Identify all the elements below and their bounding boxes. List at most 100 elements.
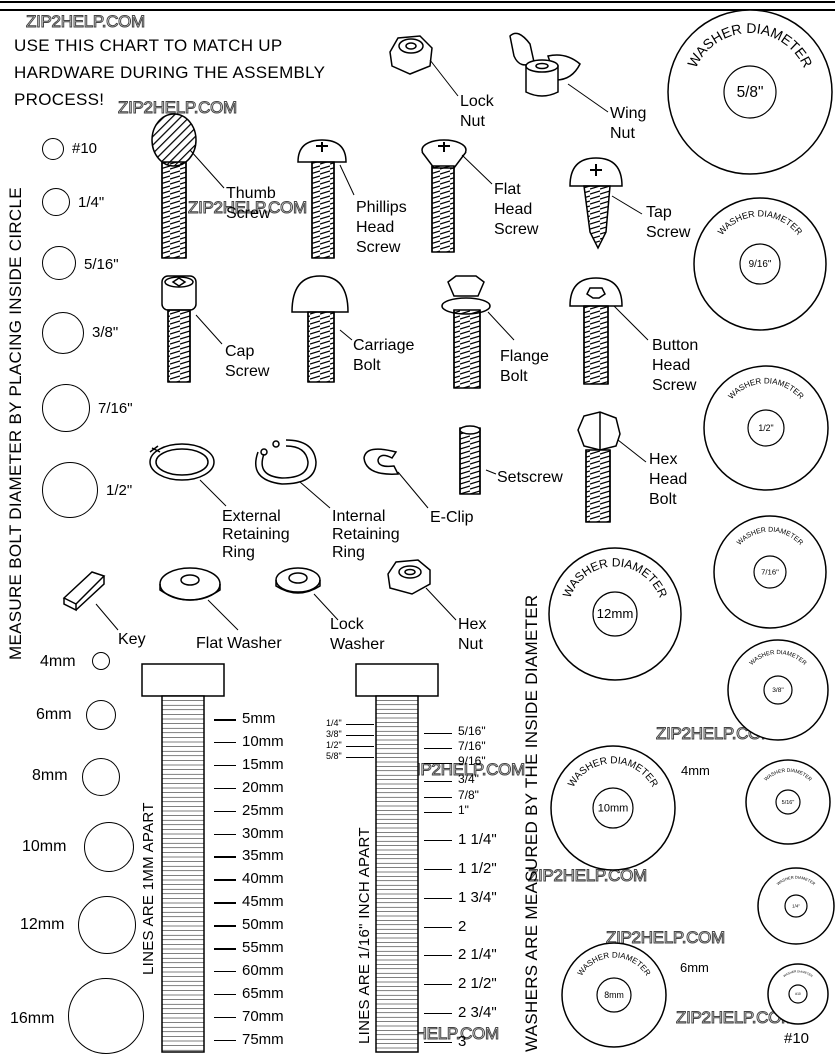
bolt-circle-5-16 bbox=[42, 246, 76, 280]
ruler-mm-label: 55mm bbox=[242, 939, 284, 956]
ruler-inch-right-label: 5/16" bbox=[458, 724, 486, 738]
ruler-tick bbox=[424, 1042, 452, 1044]
label-line: Nut bbox=[458, 636, 483, 653]
label-ext-ring: External Retaining Ring bbox=[222, 508, 290, 562]
ruler-inch-left-label: 1/4" bbox=[326, 718, 342, 728]
washer-inner bbox=[723, 65, 777, 119]
ruler-mm-label: 35mm bbox=[242, 847, 284, 865]
bolt-mm-label: 16mm bbox=[10, 1010, 55, 1027]
ruler-inch-right-label: 1" bbox=[458, 803, 469, 817]
washer-size: 12mm bbox=[597, 606, 634, 621]
label-line: Screw bbox=[494, 221, 539, 238]
watermark: ZIP2HELP.COM bbox=[26, 12, 146, 32]
flat-washer-icon bbox=[159, 567, 239, 631]
ruler-mm-label: 50mm bbox=[242, 916, 284, 934]
washer-size: 1/2" bbox=[758, 423, 773, 433]
bolt-circle-6mm bbox=[86, 700, 116, 730]
label-line: Bolt bbox=[353, 357, 381, 374]
ruler-tick bbox=[424, 812, 452, 814]
ruler-inch-right-label: 2 1/4" bbox=[458, 946, 497, 963]
ruler-inch-right-label: 7/16" bbox=[458, 739, 486, 753]
label-tap-screw: Tap Screw bbox=[646, 203, 690, 243]
ruler-inch-caption: LINES ARE 1/16" INCH APART bbox=[356, 827, 373, 1044]
label-line: Hex bbox=[649, 451, 678, 468]
bolt-circle-16mm bbox=[68, 978, 144, 1054]
bolt-circle-3-8 bbox=[42, 312, 84, 354]
ruler-tick bbox=[214, 764, 236, 767]
label-line: Flange bbox=[500, 348, 549, 365]
label-hex-bolt: Hex Head Bolt bbox=[649, 450, 687, 510]
ruler-tick bbox=[424, 840, 452, 842]
top-rule bbox=[0, 1, 835, 3]
label-lock-nut: Lock Nut bbox=[460, 92, 494, 132]
ruler-tick bbox=[214, 856, 236, 858]
watermark: ZIP2HELP.COM bbox=[406, 760, 526, 780]
label-line: Lock bbox=[330, 616, 364, 633]
flange-bolt-icon bbox=[441, 275, 515, 389]
ruler-tick bbox=[214, 833, 236, 835]
washer-outer-label: 4mm bbox=[681, 763, 710, 778]
washer-inner bbox=[784, 894, 808, 918]
label-wing-nut: Wing Nut bbox=[610, 104, 646, 144]
setscrew-icon bbox=[459, 425, 497, 495]
bolt-mm-label: 12mm bbox=[20, 916, 65, 933]
external-retaining-ring-icon bbox=[149, 443, 227, 507]
washer-size: 10mm bbox=[598, 803, 629, 815]
washer: WASHER DIAMETER#10 bbox=[767, 963, 829, 1025]
watermark: ZIP2HELP.COM bbox=[606, 928, 726, 948]
washer-size: 7/16" bbox=[761, 567, 779, 576]
washer-inner bbox=[775, 789, 801, 815]
label-line: Head bbox=[652, 357, 691, 374]
ruler-tick bbox=[214, 787, 236, 790]
ruler-tick bbox=[424, 1013, 452, 1015]
washer-inner bbox=[763, 675, 793, 705]
bolt-size-label: 1/4" bbox=[78, 194, 105, 211]
ruler-tick bbox=[214, 970, 236, 973]
hex-head-bolt-icon bbox=[577, 411, 647, 523]
bolt-size-label: 1/2" bbox=[106, 482, 133, 499]
thumb-screw-icon bbox=[151, 113, 225, 259]
label-line: Button bbox=[652, 337, 699, 354]
label-line: Screw bbox=[226, 205, 271, 222]
label-key: Key bbox=[118, 630, 146, 650]
label-line: Flat bbox=[494, 181, 521, 198]
washer-size: 5/8" bbox=[737, 84, 764, 101]
ruler-inch-right-label: 2 3/4" bbox=[458, 1004, 497, 1021]
label-line: Wing bbox=[610, 105, 647, 122]
bolt-size-label: 7/16" bbox=[98, 400, 133, 417]
bolt-circle-8mm bbox=[82, 758, 120, 796]
ruler-tick bbox=[214, 993, 236, 996]
e-clip-icon bbox=[363, 448, 429, 509]
ruler-tick bbox=[214, 1039, 236, 1042]
label-line: Bolt bbox=[500, 368, 528, 385]
bolt-mm-label: 4mm bbox=[40, 653, 76, 670]
ruler-mm-label: 5mm bbox=[242, 710, 276, 727]
ruler-mm-label: 70mm bbox=[242, 1007, 284, 1025]
washer-inner bbox=[747, 409, 785, 447]
ruler-inch-right-label: 1 1/4" bbox=[458, 831, 497, 848]
ruler-mm-label: 15mm bbox=[242, 755, 284, 773]
label-line: Hex bbox=[458, 616, 487, 633]
bolt-circle-4mm bbox=[92, 652, 110, 670]
ruler-mm-label: 75mm bbox=[242, 1030, 284, 1048]
ruler-tick bbox=[424, 781, 452, 783]
label-hex-nut: Hex Nut bbox=[458, 615, 486, 655]
label-line: Screw bbox=[356, 239, 401, 256]
lock-washer-icon bbox=[275, 567, 339, 621]
ruler-tick bbox=[214, 1016, 236, 1019]
washer-inner bbox=[592, 787, 634, 829]
ruler-inch bbox=[355, 663, 439, 1053]
ruler-tick bbox=[214, 879, 236, 881]
title-line-3: PROCESS! bbox=[14, 90, 105, 109]
label-line: Nut bbox=[610, 125, 635, 142]
label-line: Screw bbox=[225, 363, 270, 380]
watermark: ZIP2HELP.COM bbox=[188, 198, 308, 218]
ruler-mm-label: 20mm bbox=[242, 778, 284, 796]
label-line: Flat Washer bbox=[196, 635, 282, 652]
